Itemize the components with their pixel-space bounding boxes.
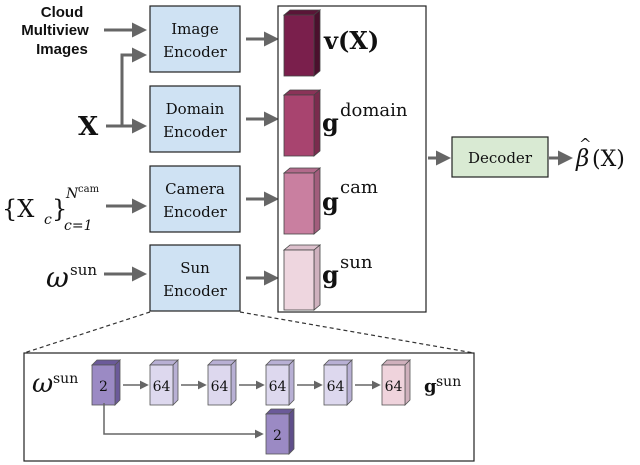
feature-block-sun: [282, 244, 322, 311]
feature-label-g-cam: g: [322, 187, 339, 216]
image-encoder-line2: Encoder: [163, 43, 228, 61]
feature-sup-sun: sun: [340, 252, 373, 273]
decoder-label: Decoder: [468, 149, 533, 167]
decoder-box: Decoder: [451, 136, 549, 178]
input-omega-sun: ω sun: [46, 261, 97, 294]
detail-layer-4: 64: [265, 359, 295, 406]
detail-g: g: [424, 376, 437, 397]
arrow-x-to-image-encoder: [106, 47, 147, 128]
detail-layer-2: 64: [149, 359, 179, 406]
input-cam-sup-sub: cam: [78, 184, 100, 195]
skip-connection-arrow: [103, 403, 264, 439]
input-cam-sub: c: [44, 212, 52, 228]
input-cloud-line1: Cloud: [41, 4, 84, 21]
zoom-line-left: [23, 311, 151, 354]
detail-layer-1: 2: [91, 359, 121, 406]
detail-layer-5: 64: [323, 359, 353, 406]
zoom-line-right: [239, 311, 475, 354]
input-omega: ω: [46, 261, 69, 294]
input-cloud-line2: Multiview: [21, 22, 89, 39]
detail-layer-label: 2: [99, 379, 108, 395]
feature-label-v: v(X): [323, 26, 379, 55]
detail-input-omega: ω sun: [32, 369, 78, 399]
detail-g-sup: sun: [436, 374, 461, 390]
feature-label-g-sun: g: [322, 260, 339, 289]
detail-skip-layer: 2: [265, 408, 295, 455]
feature-label-g-domain: g: [322, 108, 339, 137]
sun-encoder-line1: Sun: [180, 259, 210, 277]
feature-block-cam: [282, 167, 322, 235]
feature-sup-domain: domain: [340, 100, 408, 121]
output-beta: β ^ (X): [575, 135, 625, 172]
domain-encoder-box: Domain Encoder: [149, 85, 241, 153]
input-cam-lower: c=1: [64, 218, 92, 234]
camera-encoder-line1: Camera: [165, 180, 225, 198]
domain-encoder-line2: Encoder: [163, 123, 228, 141]
detail-layer-label: 64: [327, 379, 345, 395]
detail-layers: 2 64 64 64 64 64: [91, 359, 411, 406]
encoder-arrows: [246, 31, 279, 286]
output-beta-symbol: β: [575, 146, 589, 172]
feature-block-domain: [282, 89, 322, 157]
input-cam-brace-close: }: [52, 195, 67, 223]
input-cam-sup: N: [65, 186, 79, 202]
detail-layer-6: 64: [381, 359, 411, 406]
detail-layer-label: 64: [211, 379, 229, 395]
detail-layer-label: 64: [153, 379, 171, 395]
sun-encoder-box: Sun Encoder: [149, 244, 241, 312]
detail-layer-label: 64: [269, 379, 287, 395]
output-arg: (X): [592, 147, 625, 172]
feature-block-v: [282, 9, 322, 77]
feature-sup-cam: cam: [340, 177, 378, 198]
input-cam-brace-open: {X: [2, 195, 34, 223]
image-encoder-line1: Image: [171, 20, 219, 38]
input-arrows: [104, 22, 147, 282]
image-encoder-box: Image Encoder: [149, 5, 241, 73]
input-x: X: [78, 112, 99, 142]
camera-encoder-line2: Encoder: [163, 203, 228, 221]
detail-layer-3: 64: [207, 359, 237, 406]
detail-skip-layer-label: 2: [273, 428, 282, 444]
detail-output-g-sun: g sun: [424, 374, 461, 397]
input-omega-sup: sun: [70, 261, 97, 279]
camera-encoder-box: Camera Encoder: [149, 165, 241, 233]
input-cloud-multiview-images: Cloud Multiview Images: [21, 4, 89, 58]
detail-omega: ω: [32, 369, 53, 399]
detail-layer-label: 64: [385, 379, 403, 395]
input-cloud-line3: Images: [36, 41, 88, 58]
detail-omega-sup: sun: [53, 371, 78, 387]
domain-encoder-line1: Domain: [166, 100, 225, 118]
zoom-lines: [23, 311, 475, 354]
sun-encoder-line2: Encoder: [163, 282, 228, 300]
input-camera-set: {X c } N cam c=1: [2, 184, 100, 234]
output-hat: ^: [579, 135, 592, 153]
